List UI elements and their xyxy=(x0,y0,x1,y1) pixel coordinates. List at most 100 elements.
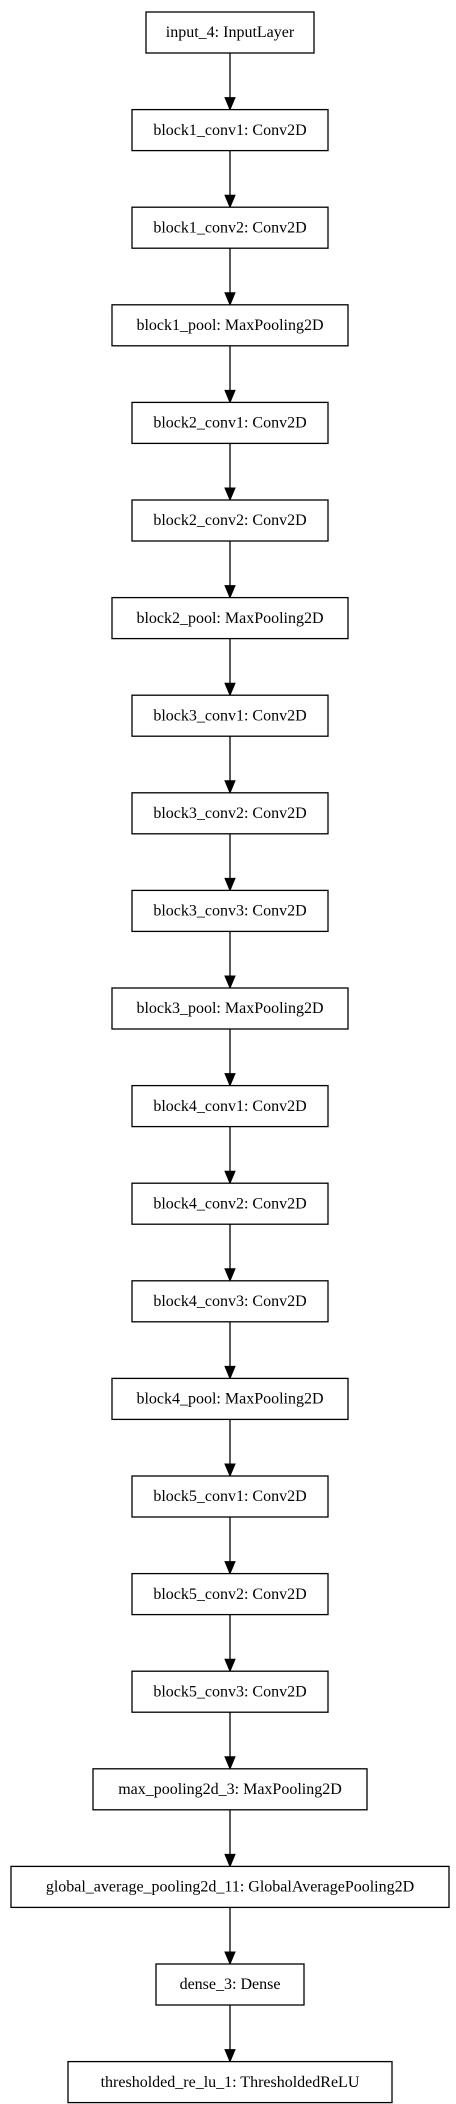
node-layer: input_4: InputLayer block1_conv1: Conv2D b… xyxy=(10,11,450,2104)
node-label: block1_conv1: Conv2D xyxy=(153,122,306,139)
node-label: block4_pool: MaxPooling2D xyxy=(136,1391,323,1408)
arrowhead xyxy=(224,97,236,111)
edge-arrow xyxy=(224,1712,236,1771)
arrowhead xyxy=(224,585,236,599)
node-block3-conv2: block3_conv2: Conv2D xyxy=(131,792,329,835)
node-box xyxy=(131,792,329,835)
edge-arrow xyxy=(224,1126,236,1185)
node-box xyxy=(131,1280,329,1323)
edge-arrow xyxy=(224,833,236,892)
edge-arrow xyxy=(224,1907,236,1966)
arrowhead xyxy=(224,2049,236,2063)
node-box xyxy=(111,1377,349,1421)
edge-arrow xyxy=(224,248,236,307)
node-block1-conv1: block1_conv1: Conv2D xyxy=(131,108,329,152)
arrowhead xyxy=(224,1365,236,1380)
node-label: block3_conv2: Conv2D xyxy=(153,805,306,822)
node-box xyxy=(67,2060,393,2104)
node-label: block2_conv2: Conv2D xyxy=(153,512,306,529)
node-box xyxy=(10,1865,450,1909)
edge-arrow xyxy=(224,345,236,404)
edge-arrow xyxy=(224,443,236,502)
node-box xyxy=(131,1670,329,1713)
node-box xyxy=(131,206,329,249)
node-label: block5_conv3: Conv2D xyxy=(153,1683,306,1700)
node-block4-conv2: block4_conv2: Conv2D xyxy=(131,1182,329,1225)
node-box xyxy=(131,889,329,933)
node-box xyxy=(131,694,329,737)
node-block5-conv3: block5_conv3: Conv2D xyxy=(131,1670,329,1713)
arrowhead xyxy=(224,975,236,990)
node-label: block5_conv2: Conv2D xyxy=(153,1586,306,1603)
node-box xyxy=(111,304,349,347)
arrowhead xyxy=(224,389,236,404)
node-label: block4_conv3: Conv2D xyxy=(153,1293,306,1310)
arrowhead xyxy=(224,1658,236,1673)
arrowhead xyxy=(224,1853,236,1868)
node-box xyxy=(131,401,329,445)
node-dense-3: dense_3: Dense xyxy=(155,1963,305,2006)
arrowhead xyxy=(224,877,236,892)
node-label: block3_conv1: Conv2D xyxy=(153,707,306,724)
node-label: block4_conv1: Conv2D xyxy=(153,1098,306,1115)
node-label: block3_conv3: Conv2D xyxy=(153,903,306,920)
node-box xyxy=(131,1084,329,1128)
arrowhead xyxy=(224,1561,236,1575)
edge-arrow xyxy=(224,1419,236,1478)
node-block3-conv3: block3_conv3: Conv2D xyxy=(131,889,329,933)
node-label: global_average_pooling2d_11: GlobalAvera… xyxy=(46,1879,414,1896)
node-label: input_4: InputLayer xyxy=(166,24,295,41)
edge-arrow xyxy=(224,1321,236,1380)
arrowhead xyxy=(224,1073,236,1087)
node-block1-pool: block1_pool: MaxPooling2D xyxy=(111,304,349,347)
edge-arrow xyxy=(224,1224,236,1283)
edge-arrow xyxy=(224,2005,236,2063)
node-box xyxy=(131,1182,329,1225)
node-max-pooling2d-3: max_pooling2d_3: MaxPooling2D xyxy=(92,1768,368,1811)
node-global-average-pooling2d-11: global_average_pooling2d_11: GlobalAvera… xyxy=(10,1865,450,1909)
edge-arrow xyxy=(224,541,236,599)
arrowhead xyxy=(224,682,236,697)
node-block4-pool: block4_pool: MaxPooling2D xyxy=(111,1377,349,1421)
arrowhead xyxy=(224,1756,236,1771)
edge-arrow xyxy=(224,1809,236,1868)
arrowhead xyxy=(224,780,236,795)
node-label: block5_conv1: Conv2D xyxy=(153,1488,306,1505)
edge-arrow xyxy=(224,1614,236,1673)
node-block4-conv3: block4_conv3: Conv2D xyxy=(131,1280,329,1323)
node-box xyxy=(131,1475,329,1518)
edge-arrow xyxy=(224,1517,236,1575)
arrowhead xyxy=(224,194,236,209)
node-block2-conv2: block2_conv2: Conv2D xyxy=(131,499,329,542)
node-block3-pool: block3_pool: MaxPooling2D xyxy=(111,987,349,1030)
node-label: block4_conv2: Conv2D xyxy=(153,1195,306,1212)
node-box xyxy=(111,987,349,1030)
arrowhead xyxy=(224,1268,236,1283)
node-box xyxy=(145,11,315,54)
edge-arrow xyxy=(224,931,236,990)
node-box xyxy=(131,1572,329,1616)
edge-arrow xyxy=(224,1029,236,1087)
arrowhead xyxy=(224,1170,236,1185)
arrowhead xyxy=(224,487,236,502)
node-box xyxy=(92,1768,368,1811)
node-block5-conv1: block5_conv1: Conv2D xyxy=(131,1475,329,1518)
node-box xyxy=(111,596,349,640)
node-box xyxy=(131,499,329,542)
node-block2-conv1: block2_conv1: Conv2D xyxy=(131,401,329,445)
node-label: dense_3: Dense xyxy=(180,1976,281,1993)
edge-arrow xyxy=(224,736,236,795)
node-block2-pool: block2_pool: MaxPooling2D xyxy=(111,596,349,640)
node-box xyxy=(131,108,329,152)
node-block1-conv2: block1_conv2: Conv2D xyxy=(131,206,329,249)
node-label: max_pooling2d_3: MaxPooling2D xyxy=(118,1781,342,1798)
node-thresholded-re-lu-1: thresholded_re_lu_1: ThresholdedReLU xyxy=(67,2060,393,2104)
edge-arrow xyxy=(224,53,236,111)
node-block5-conv2: block5_conv2: Conv2D xyxy=(131,1572,329,1616)
arrowhead xyxy=(224,292,236,307)
node-box xyxy=(155,1963,305,2006)
node-label: block1_pool: MaxPooling2D xyxy=(136,317,323,334)
node-block4-conv1: block4_conv1: Conv2D xyxy=(131,1084,329,1128)
node-label: thresholded_re_lu_1: ThresholdedReLU xyxy=(101,2074,360,2091)
